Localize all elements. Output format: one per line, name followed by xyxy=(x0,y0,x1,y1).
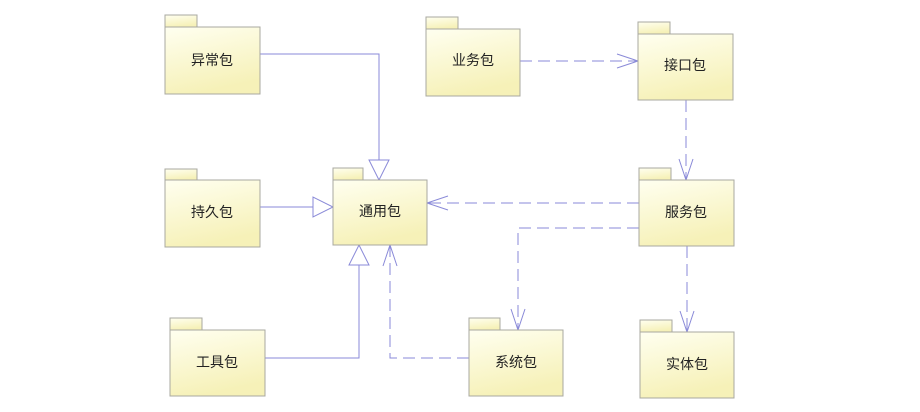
package-persistence[interactable]: 持久包 xyxy=(164,168,261,248)
package-entity[interactable]: 实体包 xyxy=(639,319,735,399)
package-label: 工具包 xyxy=(196,355,238,371)
dependency-business-to-interface xyxy=(520,53,640,69)
dependency-interface-to-service xyxy=(678,100,694,182)
package-label: 系统包 xyxy=(495,355,537,371)
dependency-system-to-common xyxy=(382,243,469,359)
package-tools[interactable]: 工具包 xyxy=(169,317,266,397)
package-service[interactable]: 服务包 xyxy=(638,167,735,247)
package-interface[interactable]: 接口包 xyxy=(637,21,734,101)
package-label: 实体包 xyxy=(666,357,708,373)
generalization-persistence-to-common xyxy=(260,196,335,218)
package-business[interactable]: 业务包 xyxy=(425,16,521,97)
package-label: 服务包 xyxy=(665,205,707,221)
package-label: 接口包 xyxy=(664,57,706,74)
package-label: 持久包 xyxy=(191,205,233,221)
package-label: 异常包 xyxy=(191,53,233,69)
package-system[interactable]: 系统包 xyxy=(468,317,564,397)
dependency-service-to-entity xyxy=(679,246,695,334)
generalization-tools-to-common xyxy=(265,243,370,359)
package-exception[interactable]: 异常包 xyxy=(164,14,261,95)
dependency-service-to-system xyxy=(510,227,639,332)
package-common[interactable]: 通用包 xyxy=(332,167,428,246)
generalization-exception-to-common xyxy=(260,53,390,182)
dependency-service-to-common xyxy=(425,195,639,211)
package-label: 通用包 xyxy=(359,204,401,220)
package-label: 业务包 xyxy=(452,53,494,69)
